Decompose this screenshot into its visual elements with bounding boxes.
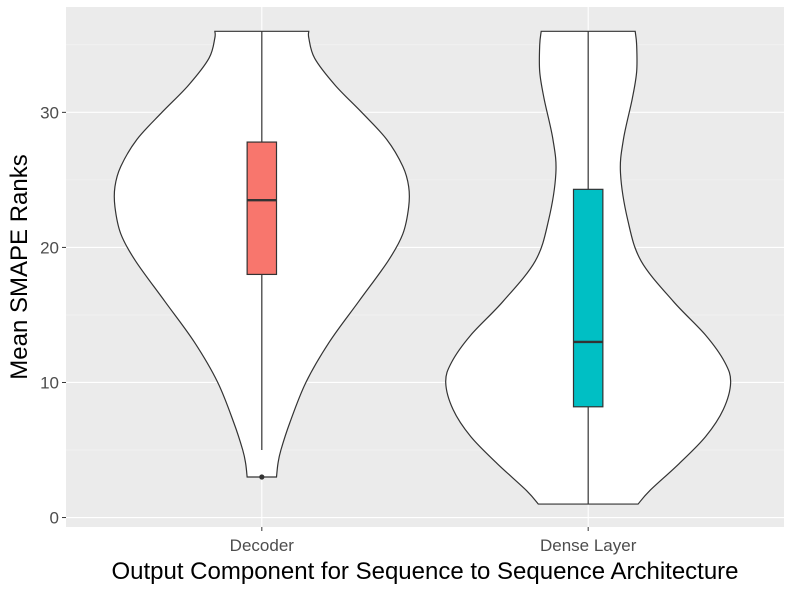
- x-axis-title: Output Component for Sequence to Sequenc…: [111, 558, 738, 585]
- y-tick-label: 30: [40, 103, 59, 122]
- y-tick-label: 20: [40, 238, 59, 257]
- violins: [113, 30, 732, 505]
- x-tick-label: Decoder: [230, 536, 295, 555]
- violin-group: [113, 30, 411, 480]
- violin-group: [445, 30, 732, 505]
- outlier-point: [259, 474, 265, 480]
- x-axis-ticks: Decoder Dense Layer: [230, 527, 637, 555]
- y-tick-label: 10: [40, 373, 59, 392]
- box-iqr: [246, 141, 278, 276]
- x-tick-label: Dense Layer: [540, 536, 637, 555]
- y-axis-ticks: 0 10 20 30: [40, 103, 66, 528]
- y-axis-title: Mean SMAPE Ranks: [6, 154, 33, 379]
- box-iqr: [572, 188, 604, 408]
- y-tick-label: 0: [50, 509, 59, 528]
